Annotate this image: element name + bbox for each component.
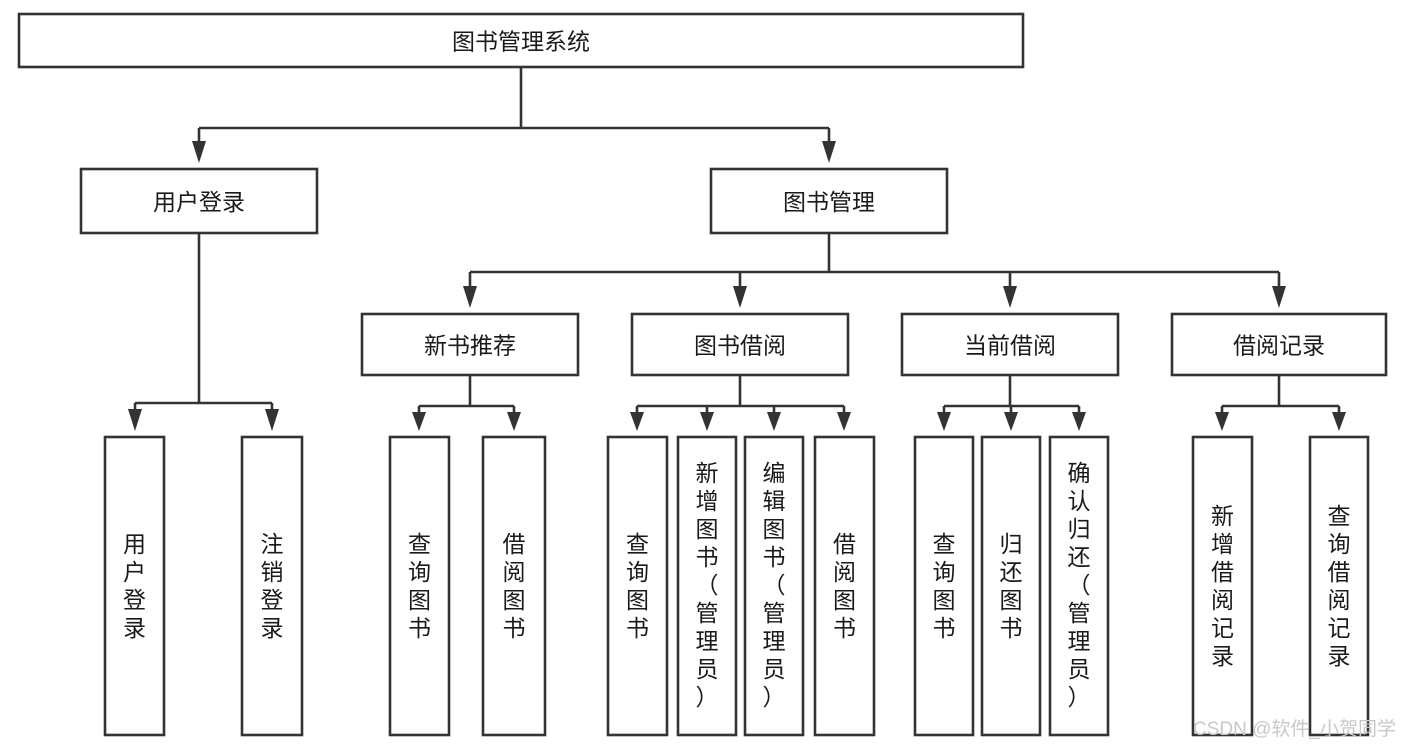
node-leaf-12[interactable]: 查询借阅记录: [1308, 435, 1370, 737]
node-label: 新增借阅记录: [1211, 503, 1234, 669]
node-level3-3[interactable]: 借阅记录: [1170, 312, 1388, 377]
node-leaf-11[interactable]: 新增借阅记录: [1191, 435, 1254, 737]
node-label: 借阅记录: [1233, 333, 1325, 359]
node-box[interactable]: [79, 167, 319, 235]
node-label: 借阅图书: [833, 531, 856, 641]
node-label: 图书管理: [783, 189, 875, 215]
node-box[interactable]: [913, 435, 975, 737]
node-box[interactable]: [240, 435, 304, 737]
node-box[interactable]: [630, 312, 850, 377]
arrowhead-leaf-user-login: [128, 409, 142, 431]
node-label: 图书管理系统: [452, 29, 590, 55]
arrowhead-borrow-c2: [700, 412, 714, 431]
node-leaf-9[interactable]: 归还图书: [980, 435, 1042, 737]
arrowhead-current-c3: [1072, 412, 1086, 431]
node-label: 借阅图书: [503, 531, 526, 641]
node-box[interactable]: [481, 435, 547, 737]
node-label: 注销登录: [261, 531, 284, 641]
node-box[interactable]: [606, 435, 669, 737]
node-level2-0[interactable]: 用户登录: [79, 167, 319, 235]
node-box[interactable]: [1048, 435, 1110, 737]
node-leaf-3[interactable]: 借阅图书: [481, 435, 547, 737]
node-box[interactable]: [1308, 435, 1370, 737]
node-box[interactable]: [813, 435, 876, 737]
node-box[interactable]: [709, 167, 949, 235]
node-label: 查询图书: [933, 531, 956, 641]
node-level3-0[interactable]: 新书推荐: [360, 312, 580, 377]
node-box[interactable]: [900, 312, 1120, 377]
arrowhead-record-c1: [1215, 412, 1229, 431]
arrowhead-newbook-c2: [507, 412, 521, 431]
node-label: 查询借阅记录: [1328, 503, 1351, 669]
arrowhead-user-login: [192, 141, 206, 163]
node-level3-1[interactable]: 图书借阅: [630, 312, 850, 377]
node-leaf-0[interactable]: 用户登录: [103, 435, 166, 737]
arrowhead-record: [1272, 286, 1286, 308]
node-box[interactable]: [980, 435, 1042, 737]
arrowhead-borrow-c3: [767, 412, 781, 431]
node-leaf-5[interactable]: 新增图书（管理员）: [676, 435, 738, 737]
arrowhead-borrow-c4: [837, 412, 851, 431]
node-label: 查询图书: [626, 531, 649, 641]
node-box[interactable]: [360, 312, 580, 377]
node-leaf-10[interactable]: 确认归还（管理员）: [1048, 435, 1110, 737]
node-label: 新增图书（管理员）: [696, 460, 719, 710]
node-label: 用户登录: [153, 189, 245, 215]
connector-layer: [128, 67, 1346, 431]
node-leaf-2[interactable]: 查询图书: [388, 435, 451, 737]
node-label: 查询图书: [408, 531, 431, 641]
node-leaf-1[interactable]: 注销登录: [240, 435, 304, 737]
node-box[interactable]: [743, 435, 805, 737]
node-label: 图书借阅: [694, 333, 786, 359]
node-box[interactable]: [388, 435, 451, 737]
arrowhead-leaf-logout: [265, 409, 279, 431]
node-box[interactable]: [103, 435, 166, 737]
node-leaf-4[interactable]: 查询图书: [606, 435, 669, 737]
arrowhead-newbook: [463, 286, 477, 308]
watermark-label: CSDN @软件_小贺同学: [1193, 718, 1396, 740]
node-label: 当前借阅: [964, 333, 1056, 359]
arrowhead-record-c2: [1332, 412, 1346, 431]
node-label: 用户登录: [123, 531, 146, 641]
node-box[interactable]: [1191, 435, 1254, 737]
arrowhead-current-c1: [937, 412, 951, 431]
node-level2-1[interactable]: 图书管理: [709, 167, 949, 235]
node-leaf-8[interactable]: 查询图书: [913, 435, 975, 737]
node-label: 编辑图书（管理员）: [763, 460, 786, 710]
node-root-0[interactable]: 图书管理系统: [17, 12, 1025, 69]
node-layer: 图书管理系统用户登录图书管理新书推荐图书借阅当前借阅借阅记录用户登录注销登录查询…: [17, 12, 1388, 737]
arrowhead-book-mgmt: [822, 141, 836, 163]
node-label: 确认归还（管理员）: [1068, 460, 1091, 710]
arrowhead-current-c2: [1004, 412, 1018, 431]
node-label: 归还图书: [1000, 531, 1023, 641]
node-leaf-6[interactable]: 编辑图书（管理员）: [743, 435, 805, 737]
arrowhead-current: [1003, 286, 1017, 308]
arrowhead-newbook-c1: [412, 412, 426, 431]
arrowhead-borrow: [733, 286, 747, 308]
node-label: 新书推荐: [424, 333, 516, 359]
node-level3-2[interactable]: 当前借阅: [900, 312, 1120, 377]
node-box[interactable]: [1170, 312, 1388, 377]
arrowhead-borrow-c1: [630, 412, 644, 431]
node-leaf-7[interactable]: 借阅图书: [813, 435, 876, 737]
node-box[interactable]: [17, 12, 1025, 69]
node-box[interactable]: [676, 435, 738, 737]
